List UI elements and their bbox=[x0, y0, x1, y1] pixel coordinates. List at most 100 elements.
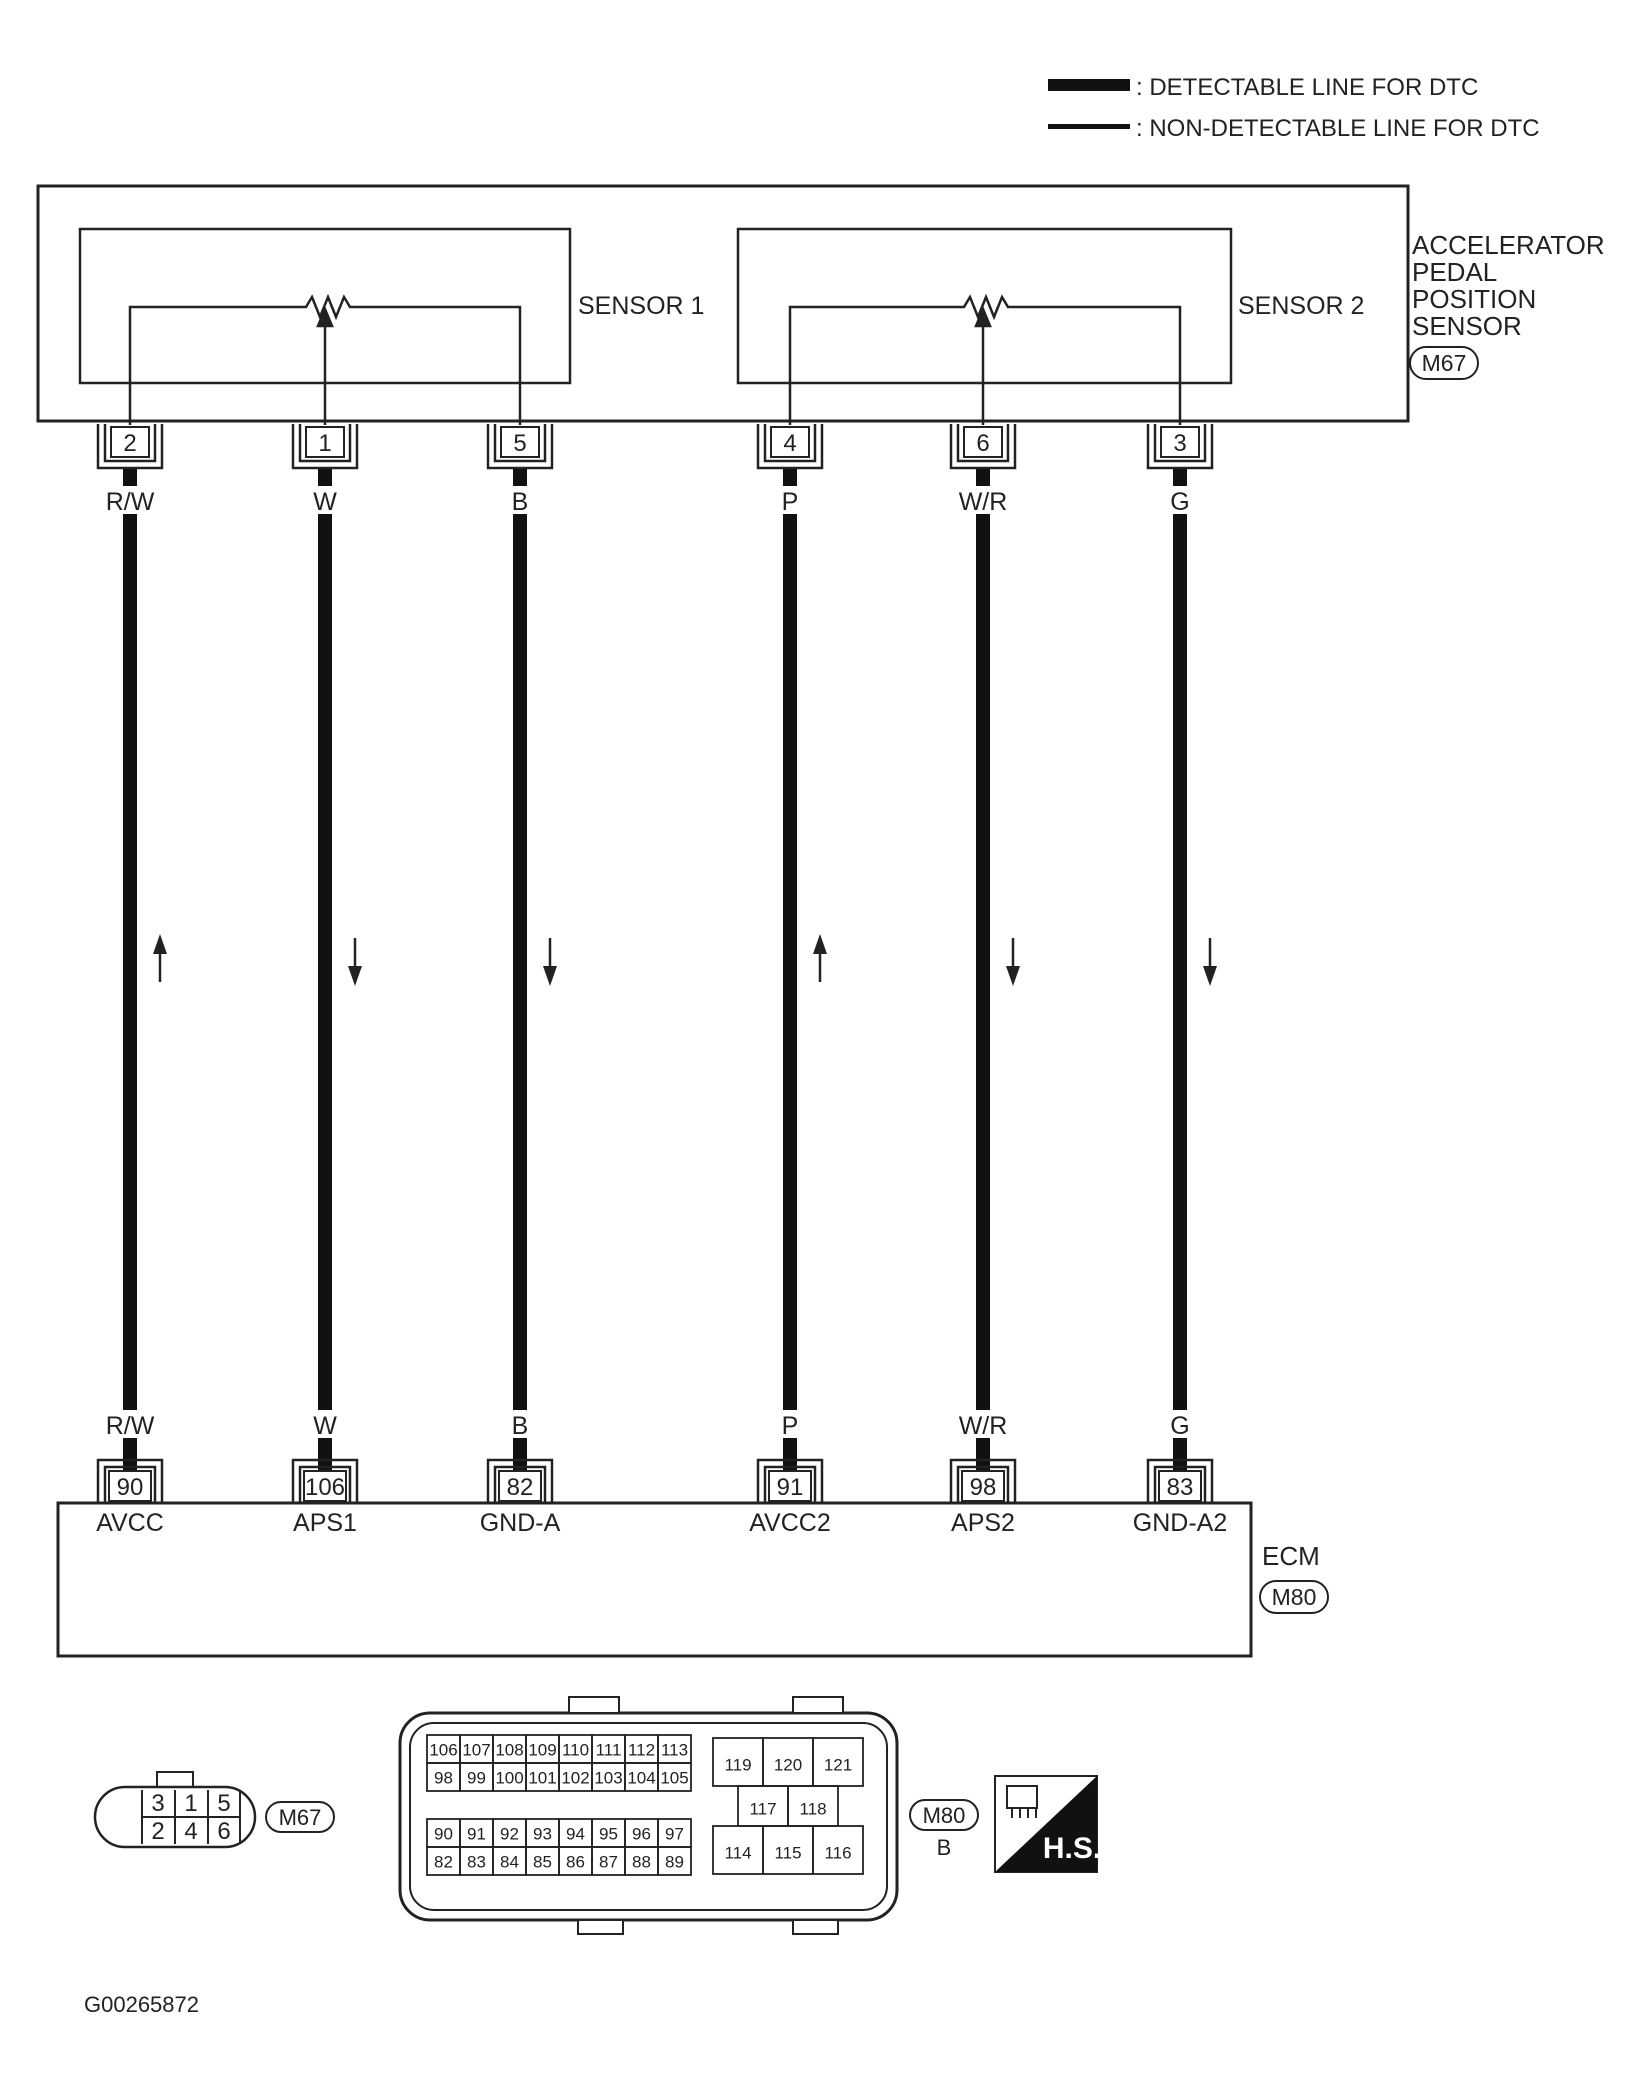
legend: : DETECTABLE LINE FOR DTC : NON-DETECTAB… bbox=[1048, 74, 1540, 142]
wire-label-gap bbox=[100, 486, 160, 514]
m80-face-cavity-number: 88 bbox=[632, 1852, 651, 1871]
m80-face-cavity: 102 bbox=[558, 1762, 593, 1792]
ecm-pin-number: 90 bbox=[117, 1474, 144, 1501]
m80-face-cavity: 92 bbox=[492, 1818, 527, 1848]
m80-face-cavity-number: 110 bbox=[562, 1740, 589, 1759]
wire-color-bottom: B bbox=[512, 1412, 529, 1440]
m80-face-top-latch-right bbox=[792, 1696, 844, 1714]
m80-face-cavity: 100 bbox=[492, 1762, 527, 1792]
sensor-connector-tag-outline bbox=[1409, 346, 1479, 380]
m80-face-bottom-latch-left bbox=[577, 1919, 624, 1935]
m80-face-cavity-number: 96 bbox=[632, 1824, 651, 1843]
sensor-title-line-4: SENSOR bbox=[1412, 311, 1522, 341]
m67-face-pin-6: 6 bbox=[217, 1818, 230, 1845]
legend-detectable-text: : DETECTABLE LINE FOR DTC bbox=[1136, 74, 1478, 101]
wire-color-top: G bbox=[1170, 488, 1189, 516]
m80-face-cavity: 114 bbox=[712, 1825, 764, 1875]
signal-direction-arrow-down bbox=[543, 938, 557, 986]
sensor-socket bbox=[756, 424, 824, 470]
m80-face-cavity: 95 bbox=[591, 1818, 626, 1848]
m80-face-cavity-number: 106 bbox=[429, 1740, 457, 1759]
m80-face-cavity-number: 117 bbox=[749, 1799, 776, 1818]
ecm-connector-tag-outline bbox=[1259, 1580, 1329, 1614]
sensor-pin-box bbox=[110, 426, 150, 458]
m80-face-cavity: 87 bbox=[591, 1846, 626, 1876]
m80-face-cavity: 109 bbox=[525, 1734, 560, 1764]
ecm-pin-box bbox=[498, 1470, 542, 1502]
ecm-terminal-label: GND-A2 bbox=[1133, 1509, 1227, 1537]
m80-face-cavity-number: 85 bbox=[533, 1852, 552, 1871]
sensor-title: ACCELERATOR PEDAL POSITION SENSOR M67 bbox=[1409, 230, 1605, 380]
m80-face-cavity-number: 100 bbox=[495, 1768, 523, 1787]
wire-line bbox=[123, 469, 137, 1470]
m80-face-cavity: 111 bbox=[591, 1734, 626, 1764]
m80-face-cavity-number: 102 bbox=[561, 1768, 589, 1787]
m80-face-cavity-number: 108 bbox=[495, 1740, 523, 1759]
m80-face-cavity: 120 bbox=[762, 1737, 814, 1787]
m80-face-cavity-number: 111 bbox=[596, 1740, 622, 1759]
m67-face-pin-5: 5 bbox=[217, 1790, 230, 1817]
ecm-pin-box bbox=[768, 1470, 812, 1502]
wire-label-gap bbox=[100, 1410, 160, 1438]
wire-label-gap bbox=[953, 486, 1013, 514]
m80-face-cavity: 108 bbox=[492, 1734, 527, 1764]
ecm-socket bbox=[949, 1458, 1017, 1504]
ecm-pin-number: 83 bbox=[1167, 1474, 1194, 1501]
sensor-connector-tag: M67 bbox=[1422, 350, 1467, 376]
m80-face-cavity-number: 112 bbox=[628, 1740, 655, 1759]
m80-face-cavity-number: 82 bbox=[434, 1852, 453, 1871]
ecm-socket bbox=[96, 1458, 164, 1504]
wire-color-top: W bbox=[313, 488, 337, 516]
sensor-socket bbox=[96, 424, 164, 470]
sensor-housing bbox=[36, 184, 1410, 423]
m80-face-cavity: 110 bbox=[558, 1734, 593, 1764]
m67-face-pin-3: 3 bbox=[151, 1790, 164, 1817]
ecm-box bbox=[56, 1501, 1253, 1658]
wire-color-top: R/W bbox=[106, 488, 155, 516]
ecm-socket bbox=[486, 1458, 554, 1504]
wire-label-gap bbox=[953, 1410, 1013, 1438]
m80-face-cavity-number: 104 bbox=[627, 1768, 655, 1787]
hs-badge-dark-half bbox=[995, 1776, 1097, 1872]
m80-face-cavity-number: 86 bbox=[566, 1852, 585, 1871]
sensor-2-potentiometer bbox=[788, 293, 1182, 425]
ecm-pin-box bbox=[1158, 1470, 1202, 1502]
signal-direction-arrow-down bbox=[348, 938, 362, 986]
ecm-terminal-label: AVCC2 bbox=[749, 1509, 831, 1537]
wire-label-gap bbox=[490, 1410, 550, 1438]
ecm-pin-box bbox=[303, 1470, 347, 1502]
hs-badge: H.S. bbox=[994, 1775, 1101, 1873]
ecm-connector-tag: M80 bbox=[1272, 1584, 1317, 1610]
m80-face-cavity-number: 89 bbox=[665, 1852, 684, 1871]
m80-face-cavity-number: 120 bbox=[774, 1755, 802, 1774]
m67-face-tag: M67 bbox=[279, 1805, 322, 1830]
wire-color-bottom: G bbox=[1170, 1412, 1189, 1440]
sensor-pin-number: 6 bbox=[976, 430, 989, 457]
m80-face-cavity: 112 bbox=[624, 1734, 659, 1764]
wire-label-gap bbox=[295, 1410, 355, 1438]
m80-face-cavity-number: 91 bbox=[467, 1824, 486, 1843]
m80-face-cavity-number: 119 bbox=[724, 1755, 751, 1774]
wire-label-gap bbox=[760, 486, 820, 514]
m80-face-cavity: 115 bbox=[762, 1825, 814, 1875]
sensor-pin-number: 1 bbox=[318, 430, 331, 457]
wires: 2R/WR/W90AVCC1WW106APS15BB82GND-A4PP91AV… bbox=[96, 424, 1227, 1537]
sensor-pin-box bbox=[963, 426, 1003, 458]
m67-face-outline bbox=[93, 1785, 257, 1849]
sensor-pin-box bbox=[1160, 426, 1200, 458]
m80-face-cavity: 94 bbox=[558, 1818, 593, 1848]
m80-face-cavity: 104 bbox=[624, 1762, 659, 1792]
m67-face-pin-1: 1 bbox=[184, 1790, 197, 1817]
sensor-1-label: SENSOR 1 bbox=[578, 292, 704, 320]
sensor-socket bbox=[486, 424, 554, 470]
wire-label-gap bbox=[295, 486, 355, 514]
m80-face-cavity: 116 bbox=[812, 1825, 864, 1875]
ecm-label: ECM bbox=[1262, 1541, 1320, 1571]
sensor-pin-number: 4 bbox=[783, 430, 796, 457]
sensor-1-potentiometer bbox=[128, 293, 522, 425]
m80-face-tag: M80 bbox=[923, 1803, 966, 1828]
